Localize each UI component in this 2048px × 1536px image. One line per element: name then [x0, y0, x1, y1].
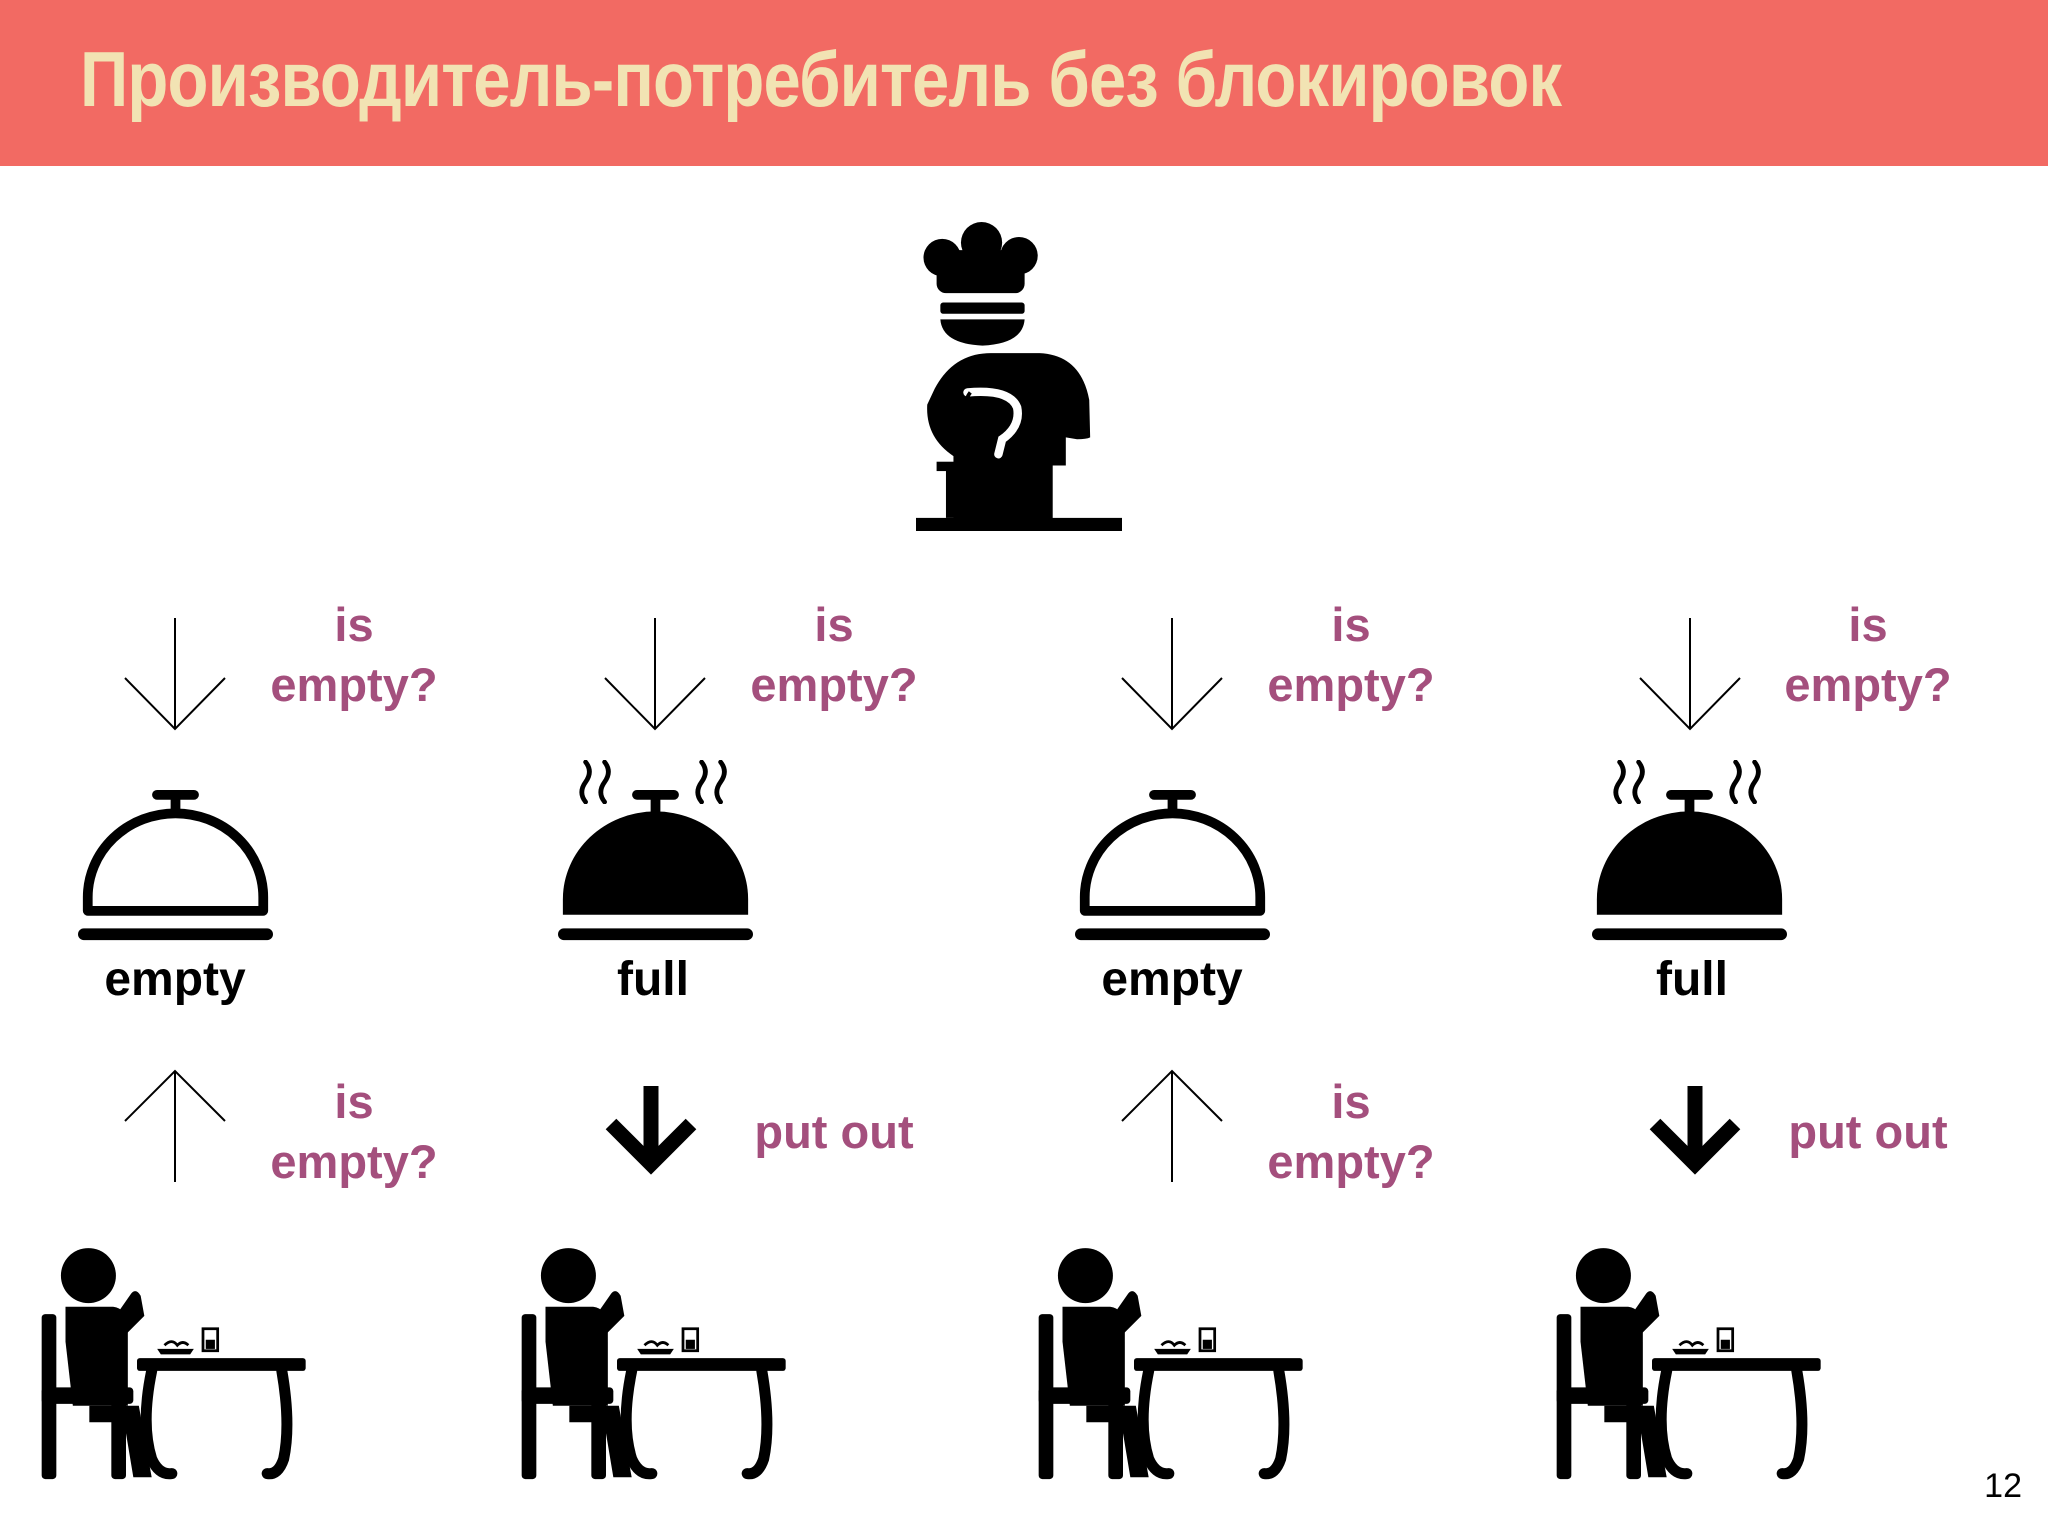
plate-state-label: empty — [1101, 953, 1243, 1006]
top-query-line1: is — [814, 598, 853, 651]
bold-down-arrow-icon — [605, 1086, 697, 1175]
chef-cooking-icon — [916, 222, 1122, 531]
column-4: is empty? full put out — [1557, 598, 1952, 1479]
top-query-line1: is — [334, 598, 373, 651]
plate-state-label: full — [1656, 953, 1728, 1006]
bottom-query-line2: empty? — [270, 1135, 437, 1188]
bottom-query-line1: is — [1331, 1075, 1370, 1128]
put-out-label: put out — [1788, 1105, 1948, 1158]
top-query-line1: is — [1331, 598, 1370, 651]
plate-state-label: empty — [104, 953, 246, 1006]
bottom-query-line2: empty? — [1267, 1135, 1434, 1188]
empty-cloche-icon — [78, 790, 273, 940]
column-3: is empty? empty is empty? — [1039, 598, 1435, 1479]
thin-down-arrow-icon — [1639, 618, 1741, 731]
consumer-diner-icon — [1039, 1248, 1303, 1479]
bold-down-arrow-icon — [1649, 1086, 1741, 1175]
consumer-diner-icon — [522, 1248, 786, 1479]
steam-icon — [582, 762, 609, 802]
steam-icon — [1616, 762, 1643, 802]
page-number: 12 — [1984, 1467, 2022, 1505]
top-query-line2: empty? — [750, 658, 917, 711]
full-cloche-icon — [1592, 789, 1787, 941]
column-2: is empty? full put out — [522, 598, 918, 1479]
top-query-line1: is — [1848, 598, 1887, 651]
put-out-label: put out — [754, 1105, 914, 1158]
plate-state-label: full — [617, 953, 689, 1006]
top-query-line2: empty? — [270, 658, 437, 711]
top-query-line2: empty? — [1784, 658, 1951, 711]
thin-down-arrow-icon — [604, 618, 706, 731]
thin-down-arrow-icon — [124, 618, 226, 731]
thin-down-arrow-icon — [1121, 618, 1223, 731]
thin-up-arrow-icon — [1121, 1069, 1223, 1182]
consumer-diner-icon — [1557, 1248, 1821, 1479]
top-query-line2: empty? — [1267, 658, 1434, 711]
full-cloche-icon — [558, 789, 753, 941]
empty-cloche-icon — [1075, 790, 1270, 940]
steam-icon — [1732, 762, 1759, 802]
column-1: is empty? empty is empty? — [42, 598, 438, 1479]
slide-title: Производитель-потребитель без блокировок — [80, 35, 1562, 123]
thin-up-arrow-icon — [124, 1069, 226, 1182]
slide-header — [0, 0, 2048, 166]
steam-icon — [698, 762, 725, 802]
bottom-query-line1: is — [334, 1075, 373, 1128]
consumer-diner-icon — [42, 1248, 306, 1479]
